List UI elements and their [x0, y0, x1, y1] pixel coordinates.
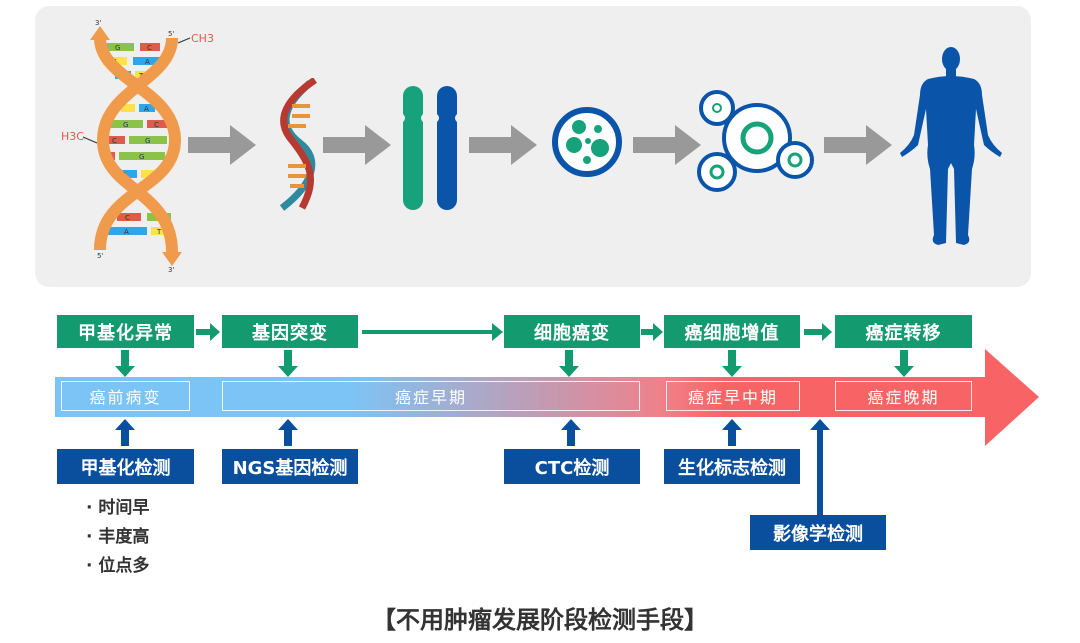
method-ctc-detection: CTC检测 — [504, 449, 640, 484]
svg-text:T: T — [156, 228, 162, 236]
arrow-right-icon — [323, 125, 391, 165]
human-body-icon — [900, 47, 1002, 245]
list-item: · 时间早 — [86, 498, 150, 518]
arrow-right-icon — [196, 323, 220, 341]
process-step-methylation-abnormal: 甲基化异常 — [57, 315, 194, 348]
process-step-cancer-cell-proliferation: 癌细胞增值 — [664, 315, 800, 348]
dna-helix-icon — [279, 78, 317, 211]
stage-early-cancer: 癌症早期 — [222, 381, 640, 411]
arrow-down-icon — [722, 350, 742, 377]
svg-text:G: G — [123, 121, 128, 129]
arrow-up-icon — [561, 419, 581, 446]
list-item: · 丰度高 — [86, 527, 150, 547]
cancer-cell-icon — [552, 107, 622, 177]
chromosome-icon — [403, 86, 457, 210]
method-ngs-gene-detection: NGS基因检测 — [222, 449, 358, 484]
methyl-group-label: H3C — [61, 130, 84, 143]
process-step-gene-mutation: 基因突变 — [222, 315, 358, 348]
stage-early-mid-cancer: 癌症早中期 — [666, 381, 800, 411]
strand-end-label: 5' — [168, 30, 174, 38]
arrow-down-icon — [559, 350, 579, 377]
svg-text:A: A — [144, 105, 149, 113]
svg-text:C: C — [147, 44, 152, 52]
arrow-right-icon — [824, 125, 892, 165]
figure-caption: 【不用肿瘤发展阶段检测手段】 — [372, 606, 708, 634]
arrow-up-icon — [810, 419, 830, 518]
list-item: · 位点多 — [86, 556, 150, 576]
arrow-down-icon — [278, 350, 298, 377]
svg-text:C: C — [112, 137, 117, 145]
arrow-right-icon — [188, 125, 256, 165]
strand-end-label: 3' — [95, 20, 101, 27]
cell-cluster-icon — [697, 90, 814, 192]
svg-text:C: C — [125, 214, 130, 222]
svg-text:A: A — [124, 228, 129, 236]
arrow-up-icon — [722, 419, 742, 446]
arrow-down-icon — [894, 350, 914, 377]
svg-text:A: A — [145, 58, 150, 66]
arrow-down-icon — [115, 350, 135, 377]
arrow-right-icon — [804, 323, 832, 341]
arrow-up-icon — [115, 419, 135, 446]
arrow-right-icon — [362, 323, 503, 341]
arrow-up-icon — [278, 419, 298, 446]
svg-text:G: G — [145, 137, 150, 145]
arrow-right-icon — [641, 323, 663, 341]
process-step-cell-carcinogenesis: 细胞癌变 — [504, 315, 640, 348]
svg-text:G: G — [139, 153, 144, 161]
methyl-group-label: CH3 — [191, 32, 214, 45]
method-methylation-detection: 甲基化检测 — [57, 449, 194, 484]
svg-text:G: G — [115, 44, 120, 52]
strand-end-label: 3' — [168, 266, 174, 274]
stage-precancerous-lesion: 癌前病变 — [61, 381, 190, 411]
arrow-right-icon — [469, 125, 537, 165]
arrow-right-icon — [633, 125, 701, 165]
stage-late-cancer: 癌症晚期 — [835, 381, 972, 411]
method-biochemical-marker-detection: 生化标志检测 — [664, 449, 800, 484]
svg-text:C: C — [154, 121, 159, 129]
process-step-cancer-metastasis: 癌症转移 — [835, 315, 972, 348]
method-imaging-detection: 影像学检测 — [750, 515, 886, 550]
methylation-advantages-list: · 时间早 · 丰度高 · 位点多 — [86, 494, 149, 581]
timeline-arrow — [55, 349, 1039, 446]
strand-end-label: 5' — [97, 252, 103, 260]
